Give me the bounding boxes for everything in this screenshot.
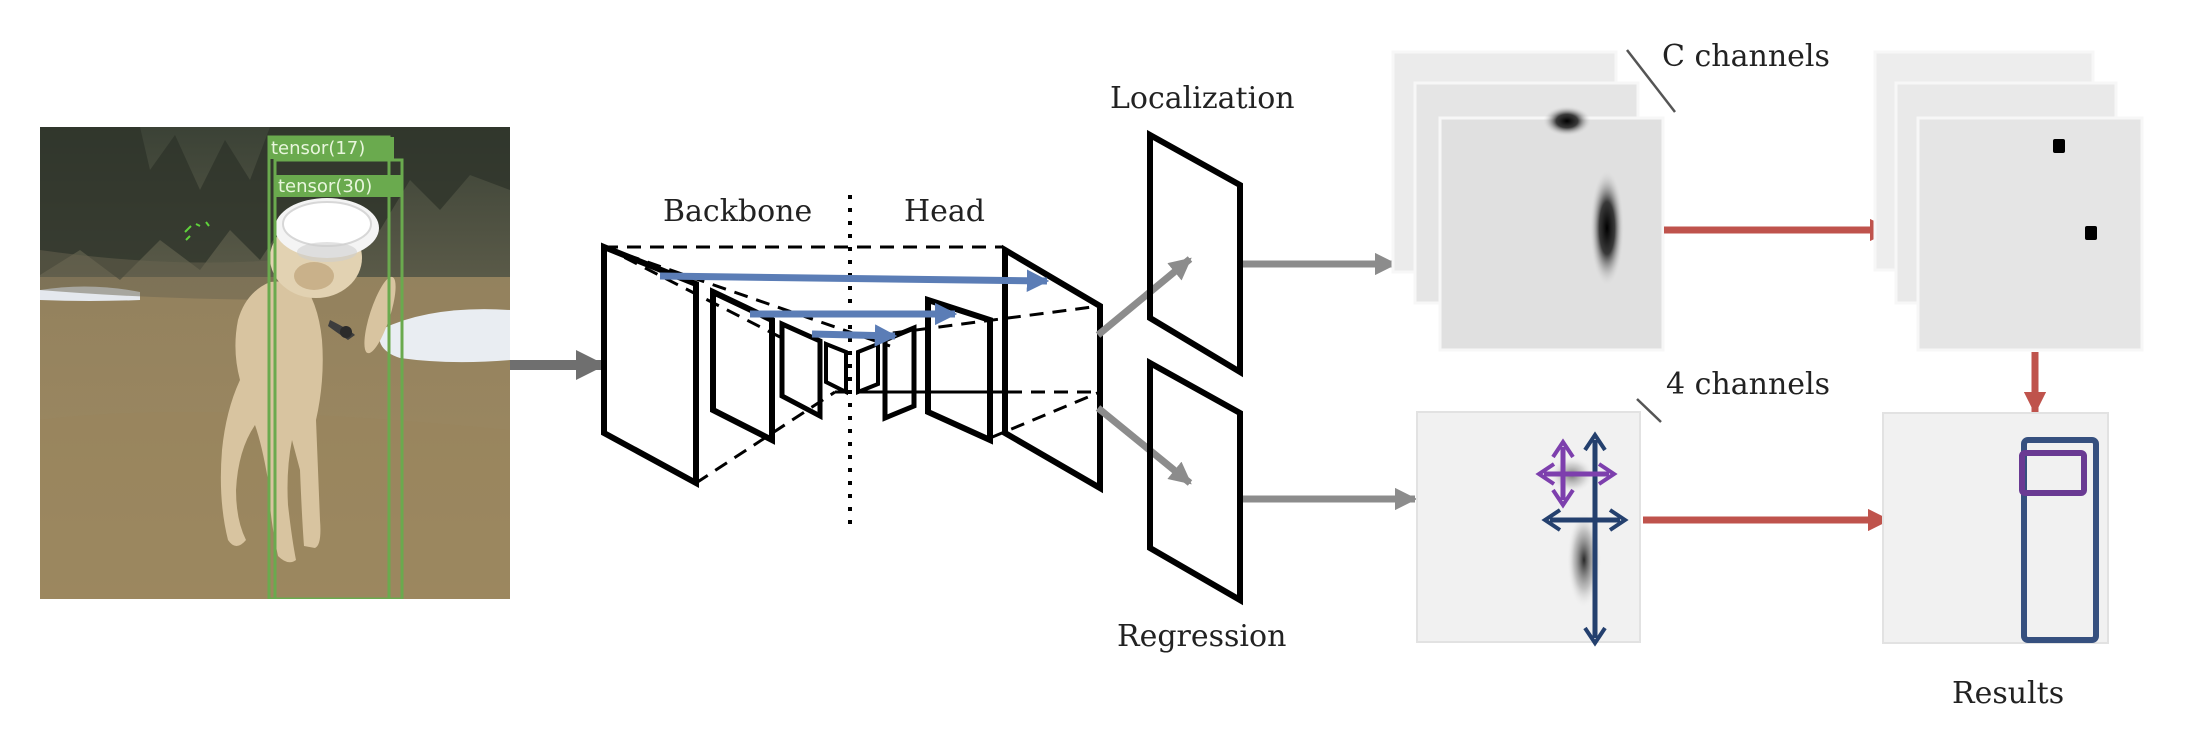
- regression-head-plane: [1147, 357, 1243, 606]
- skip-arrow-3: [811, 324, 898, 347]
- branch-arrow-localization: [1095, 256, 1193, 338]
- network: [601, 195, 1103, 530]
- results-label: Results: [1952, 676, 2064, 711]
- c-channels-label: C channels: [1662, 39, 1830, 74]
- head-layer-1: [856, 341, 880, 395]
- offset-map: [1416, 411, 1641, 647]
- detection-box-30: tensor(30): [273, 158, 404, 599]
- results-background: [1882, 412, 2109, 644]
- head-layer-4: [1002, 244, 1103, 494]
- head-label: Head: [904, 194, 985, 229]
- peak-channel-front: [1916, 116, 2144, 352]
- branch-arrow-regression: [1095, 405, 1193, 486]
- backbone-label: Backbone: [663, 194, 812, 229]
- peak-point-dog: [2085, 226, 2097, 240]
- photo-shadow: [40, 250, 300, 300]
- results-panel: [1882, 412, 2109, 644]
- c-channels-leader: [1626, 49, 1676, 113]
- photo-green-marks: [184, 221, 210, 241]
- peak-point-frisbee: [2053, 139, 2065, 153]
- four-channels-leader: [1636, 398, 1662, 423]
- backbone-layer-4: [824, 341, 848, 396]
- head-layer-3: [925, 295, 993, 445]
- photo-snow-patch: [379, 309, 510, 363]
- heatmap-peak-dog: [1590, 170, 1624, 286]
- result-box-frisbee: [2019, 450, 2087, 496]
- skip-connections: [659, 269, 1050, 347]
- offset-map-panel: [1416, 411, 1641, 643]
- photo-frisbee: [275, 198, 379, 262]
- heatmap-channel-front: [1438, 116, 1665, 352]
- four-channels-label: 4 channels: [1666, 367, 1830, 402]
- input-photo: tensor(17) tensor(30): [40, 127, 510, 599]
- localization-head-plane: [1147, 129, 1243, 378]
- backbone-layer-1: [601, 242, 699, 489]
- detection-label-30: tensor(30): [278, 176, 372, 197]
- skip-arrow-1: [659, 269, 1050, 292]
- heatmap-stack: [1391, 50, 1665, 352]
- heatmap-peak-frisbee: [1543, 106, 1591, 136]
- peak-map-stack: [1873, 50, 2144, 352]
- regression-label: Regression: [1117, 619, 1286, 654]
- detection-box-17: tensor(17): [267, 135, 394, 599]
- localization-label: Localization: [1110, 81, 1295, 116]
- backbone-layer-3: [779, 320, 823, 421]
- detection-label-17: tensor(17): [271, 138, 365, 159]
- head-layer-2: [882, 324, 917, 422]
- result-box-dog: [2021, 437, 2099, 643]
